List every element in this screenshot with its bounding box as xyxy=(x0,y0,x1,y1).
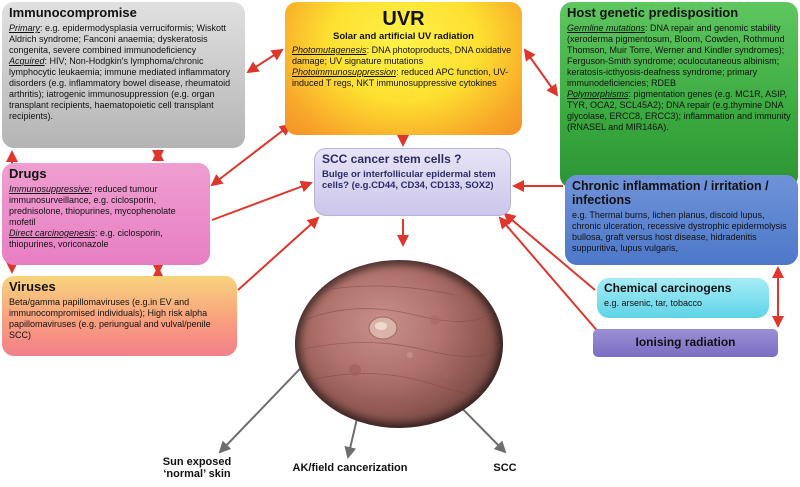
caption-sun-exposed: Sun exposed ‘normal’ skin xyxy=(132,456,262,480)
uvr-title: UVR xyxy=(382,8,425,30)
host-polymorphisms: Polymorphisms: pigmentation genes (e.g. … xyxy=(567,89,791,133)
drugs-immunosuppressive: Immunosuppressive: reduced tumour immuno… xyxy=(9,184,203,228)
uvr-photoimmunosuppression: Photoimmunosuppression: reduced APC func… xyxy=(292,67,515,89)
chronic-inflammation-box: Chronic inflammation / irritation / infe… xyxy=(565,175,798,265)
skin-texture xyxy=(299,285,501,394)
arrow-drugs-scc xyxy=(211,180,313,221)
drugs-title: Drugs xyxy=(9,166,47,181)
immunocompromise-title: Immunocompromise xyxy=(9,5,137,20)
caption-sun-line1: Sun exposed xyxy=(162,456,232,468)
host-germline: Germline mutations: DNA repair and genom… xyxy=(567,23,791,89)
germline-label: Germline mutations xyxy=(567,22,646,33)
immunocompromise-acquired: Acquired: HIV; Non-Hodgkin's lymphoma/ch… xyxy=(9,56,238,122)
viruses-title: Viruses xyxy=(9,279,56,294)
immunosuppressive-text: reduced tumour immunosurveillance, e.g. … xyxy=(9,183,176,227)
caption-sun-line2: ‘normal’ skin xyxy=(163,468,231,480)
chronic-text: e.g. Thermal burns, lichen planus, disco… xyxy=(572,209,787,253)
chemical-text: e.g. arsenic, tar, tobacco xyxy=(604,297,703,308)
photoimmuno-label: Photoimmunosuppression xyxy=(292,66,397,77)
immunocompromise-primary: Primary: e.g. epidermodysplasia verrucif… xyxy=(9,23,238,56)
ionising-radiation-box: Ionising radiation xyxy=(593,329,778,357)
scc-stem-cells-box: SCC cancer stem cells ? Bulge or interfo… xyxy=(314,148,511,216)
arrow-immuno-uvr xyxy=(246,48,284,74)
arrow-uvr-host xyxy=(523,48,559,97)
chemical-carcinogens-box: Chemical carcinogens e.g. arsenic, tar, … xyxy=(597,278,769,318)
direct-text: : e.g. ciclosporin, thiopurines, voricon… xyxy=(9,227,163,249)
arrow-viruses-scc xyxy=(237,216,320,291)
scc-text: Bulge or interfollicular epidermal stem … xyxy=(322,168,496,192)
chronic-title: Chronic inflammation / irritation / infe… xyxy=(572,179,769,208)
direct-label: Direct carcinogenesis xyxy=(9,227,96,238)
immunocompromise-box: Immunocompromise Primary: e.g. epidermod… xyxy=(2,2,245,148)
acquired-text: : HIV; Non-Hodgkin's lymphoma/chronic ly… xyxy=(9,55,231,121)
primary-text: : e.g. epidermodysplasia verruciformis; … xyxy=(9,22,227,55)
uvr-photomutagenesis: Photomutagenesis: DNA photoproducts, DNA… xyxy=(292,45,515,67)
ionising-title: Ionising radiation xyxy=(635,335,736,350)
drugs-direct: Direct carcinogenesis: e.g. ciclosporin,… xyxy=(9,228,203,250)
polymorphisms-text: : pigmentation genes (e.g. MC1R, ASIP, T… xyxy=(567,88,791,132)
primary-label: Primary xyxy=(9,22,40,33)
immunosuppressive-label: Immunosuppressive: xyxy=(9,183,93,194)
germline-text: : DNA repair and genomic stability (xero… xyxy=(567,22,785,88)
uvr-subtitle: Solar and artificial UV radiation xyxy=(333,31,474,42)
scc-title: SCC cancer stem cells ? xyxy=(322,152,462,166)
lesion-crust xyxy=(375,322,387,330)
viruses-box: Viruses Beta/gamma papillomaviruses (e.g… xyxy=(2,276,237,356)
photomutagenesis-text: : DNA photoproducts, DNA oxidative damag… xyxy=(292,45,512,66)
drugs-box: Drugs Immunosuppressive: reduced tumour … xyxy=(2,163,210,265)
chemical-title: Chemical carcinogens xyxy=(604,281,732,295)
skin-lesion-photo xyxy=(295,260,503,428)
host-title: Host genetic predisposition xyxy=(567,5,739,20)
host-genetic-box: Host genetic predisposition Germline mut… xyxy=(560,2,798,188)
photomutagenesis-label: Photomutagenesis xyxy=(292,45,367,55)
viruses-text: Beta/gamma papillomaviruses (e.g.in EV a… xyxy=(9,296,211,340)
acquired-label: Acquired xyxy=(9,55,45,66)
caption-scc: SCC xyxy=(493,462,517,474)
uvr-box: UVR Solar and artificial UV radiation Ph… xyxy=(285,2,522,135)
photoimmuno-text: : reduced APC function, UV-induced T reg… xyxy=(292,66,509,88)
caption-ak: AK/field cancerization xyxy=(292,462,408,474)
polymorphisms-label: Polymorphisms xyxy=(567,88,629,99)
